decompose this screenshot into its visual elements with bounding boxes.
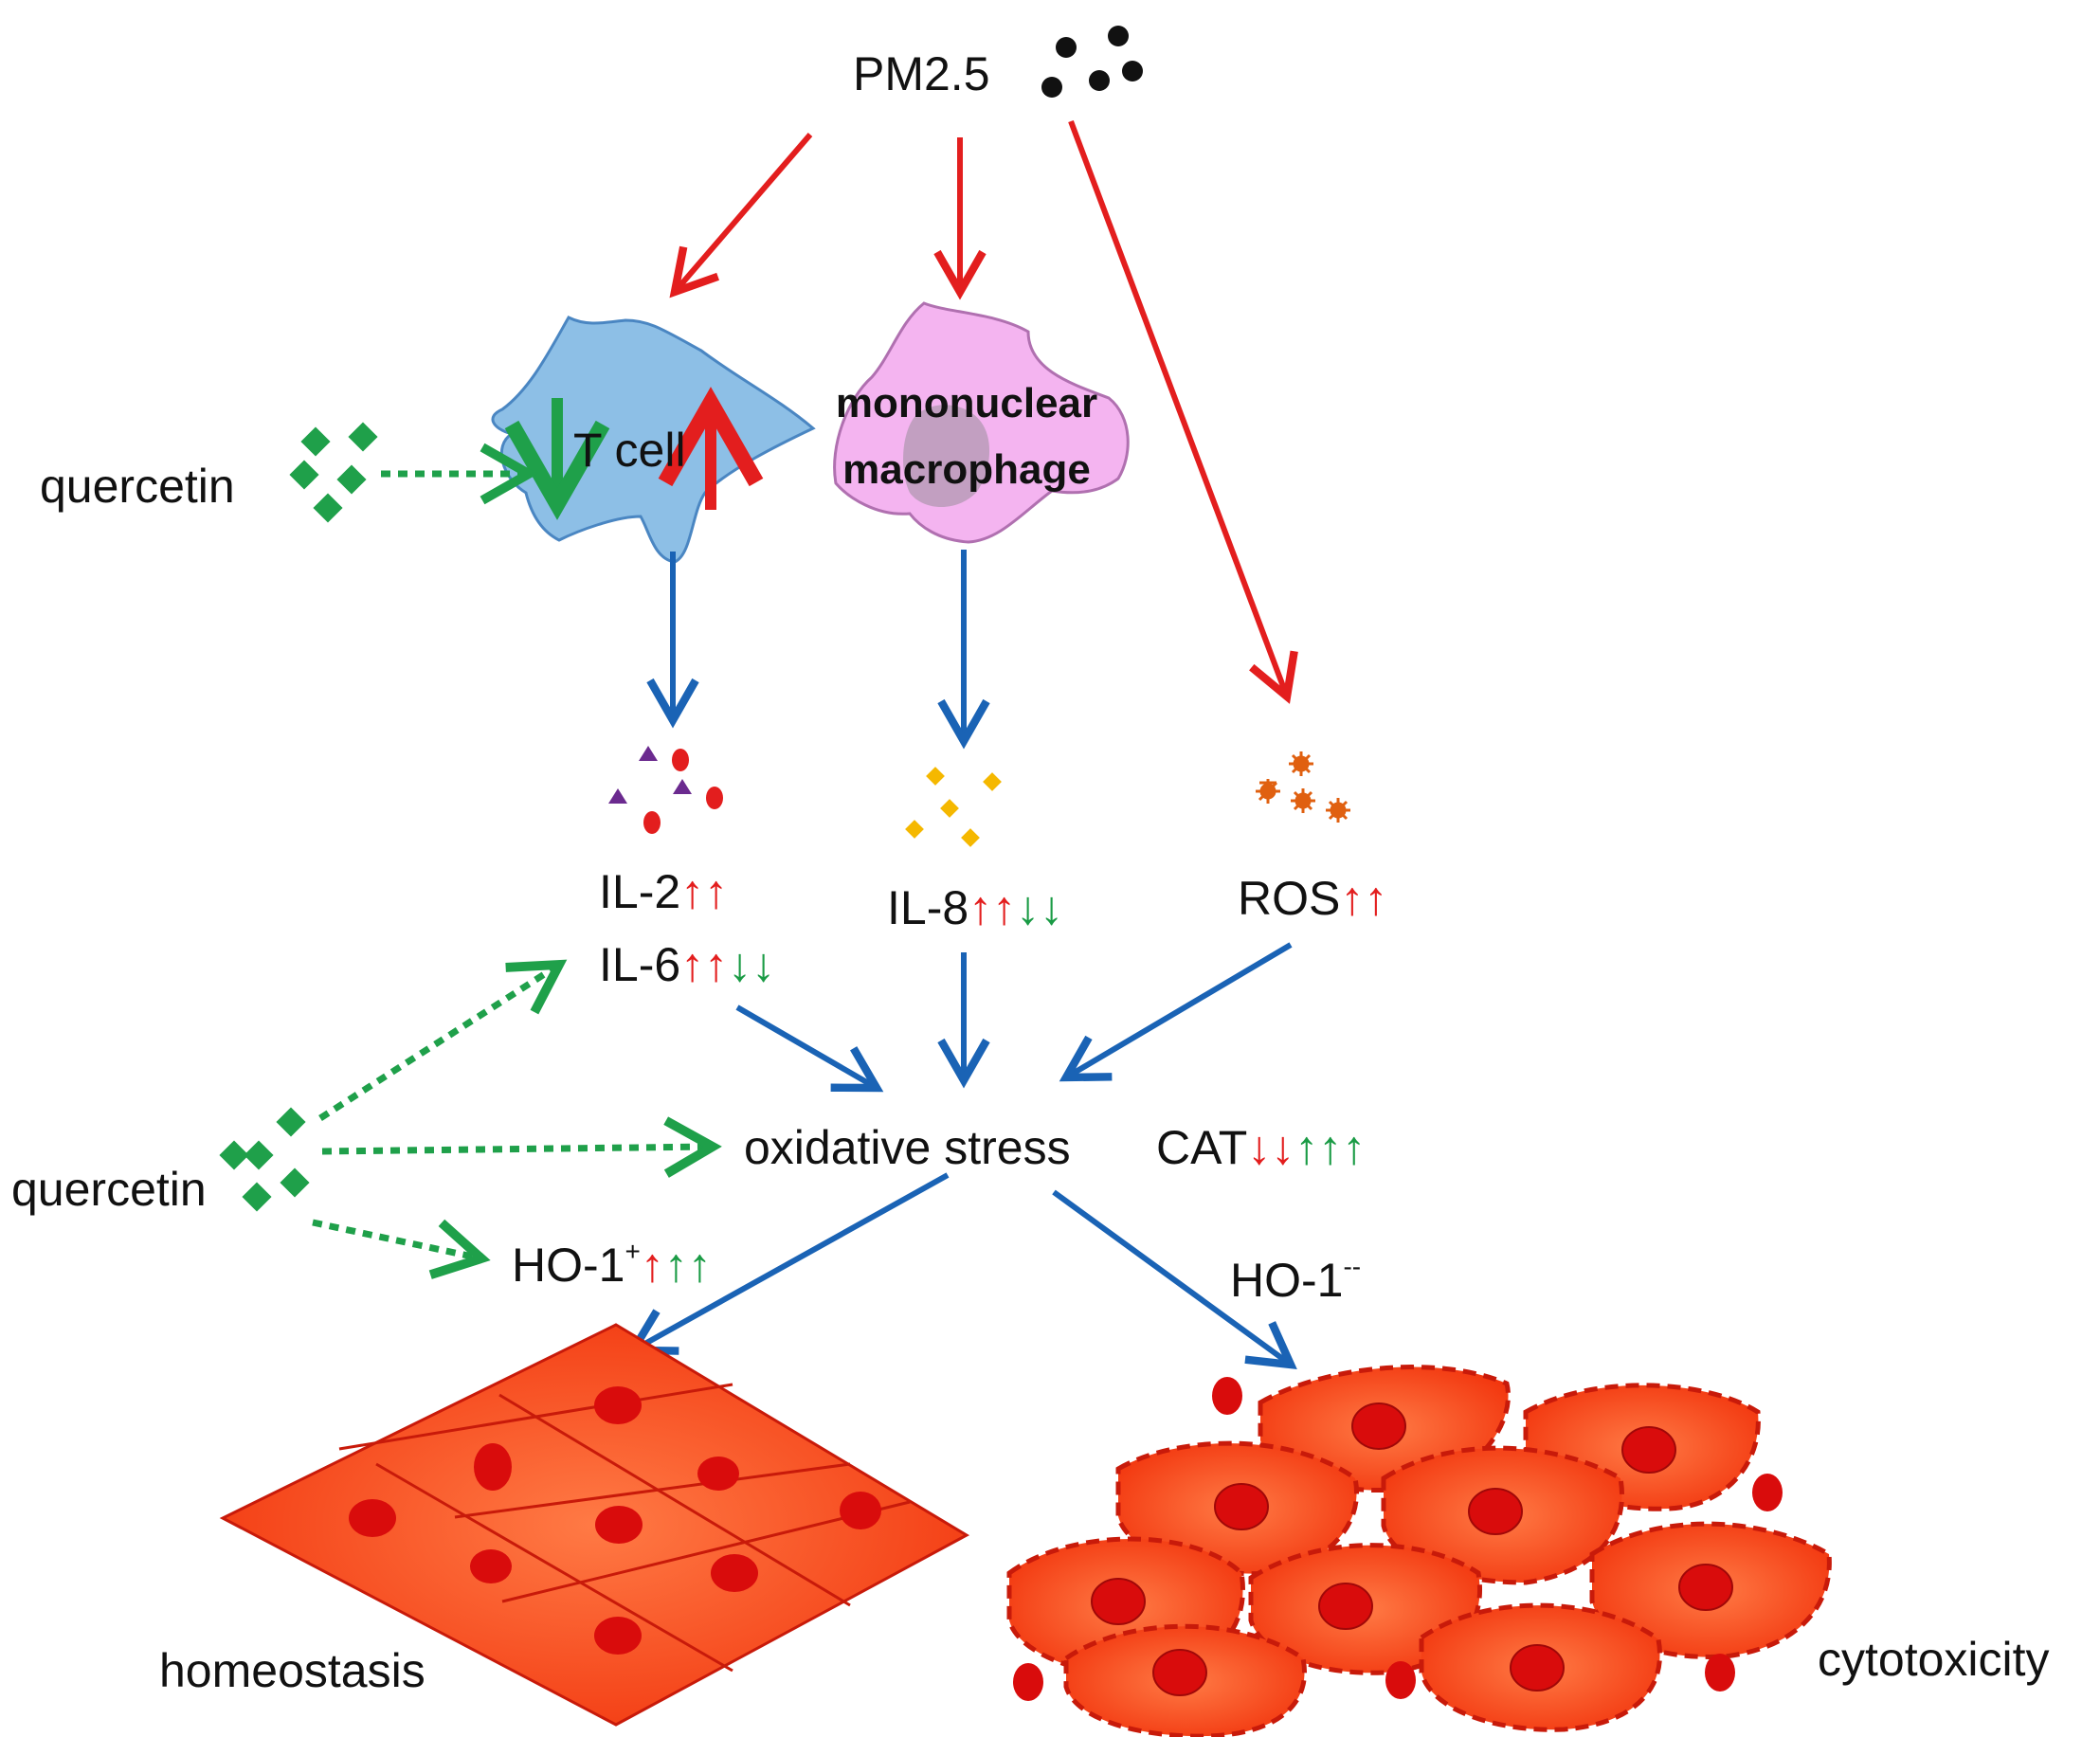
- oxidative-stress-label: oxidative stress: [744, 1121, 1071, 1174]
- il8-green-arrows: ↓↓: [1016, 881, 1063, 934]
- il6-red-arrows: ↑↑: [680, 938, 728, 991]
- cat-label: CAT↓↓↑↑↑: [1156, 1121, 1366, 1174]
- arrow-pm25-to-tcell: [669, 133, 813, 299]
- tcell-label: T cell: [573, 424, 686, 477]
- il6-label: IL-6↑↑↓↓: [599, 938, 775, 991]
- cytotoxicity-debris: [1013, 1377, 1783, 1701]
- il8-molecules-icon: [905, 767, 1002, 847]
- arrow-oxidative-stress-to-homeostasis: [625, 1172, 950, 1355]
- il6-green-arrows: ↓↓: [728, 938, 775, 991]
- ros-radicals-icon: [1256, 751, 1350, 823]
- il8-label: IL-8↑↑↓↓: [887, 881, 1063, 934]
- il2-il6-molecules-icon: [608, 746, 723, 834]
- macrophage-nucleus: [903, 405, 990, 507]
- arrow-quercetin-to-ho1: [312, 1219, 491, 1279]
- arrow-ros-to-oxidative-stress: [1059, 942, 1293, 1082]
- macrophage-label-line2: macrophage: [842, 446, 1091, 493]
- homeostasis-label: homeostasis: [159, 1644, 425, 1697]
- il8-red-arrows: ↑↑: [969, 881, 1016, 934]
- macrophage-label-line1: mononuclear: [836, 380, 1097, 426]
- ros-red-arrows: ↑↑: [1340, 872, 1387, 925]
- cytotoxicity-nuclei: [1091, 1402, 1733, 1696]
- pm25-particles-icon: [1041, 26, 1143, 98]
- il2-label: IL-2↑↑: [599, 865, 728, 918]
- homeostasis-tissue: [219, 1323, 970, 1727]
- arrow-quercetin-to-oxidative-stress: [321, 1116, 722, 1178]
- quercetin-bottom-label: quercetin: [11, 1163, 207, 1216]
- ho1-plus-label: HO-1+↑↑↑: [512, 1237, 712, 1292]
- quercetin-bottom-molecules-icon: [219, 1107, 310, 1212]
- cat-green-arrows: ↑↑↑: [1294, 1121, 1366, 1174]
- arrow-il6-to-oxidative-stress: [735, 1004, 884, 1093]
- ho1-plus-green-arrows: ↑↑: [664, 1239, 712, 1292]
- ros-label: ROS↑↑: [1238, 872, 1387, 925]
- il2-red-arrows: ↑↑: [680, 865, 728, 918]
- ho1-plus-red-arrow: ↑: [641, 1239, 664, 1292]
- pm25-label: PM2.5: [853, 47, 990, 100]
- arrow-oxidative-stress-to-cytotoxicity: [1052, 1189, 1297, 1369]
- cytotoxicity-cells: [1006, 1365, 1832, 1737]
- ho1-minus-label: HO-1--: [1230, 1252, 1361, 1307]
- cytotoxicity-label: cytotoxicity: [1818, 1633, 2050, 1686]
- arrow-pm25-to-ros: [1068, 119, 1298, 704]
- cat-red-arrows: ↓↓: [1247, 1121, 1294, 1174]
- arrow-quercetin-to-il6: [318, 959, 568, 1121]
- quercetin-top-label: quercetin: [40, 460, 235, 513]
- quercetin-top-molecules-icon: [289, 422, 378, 523]
